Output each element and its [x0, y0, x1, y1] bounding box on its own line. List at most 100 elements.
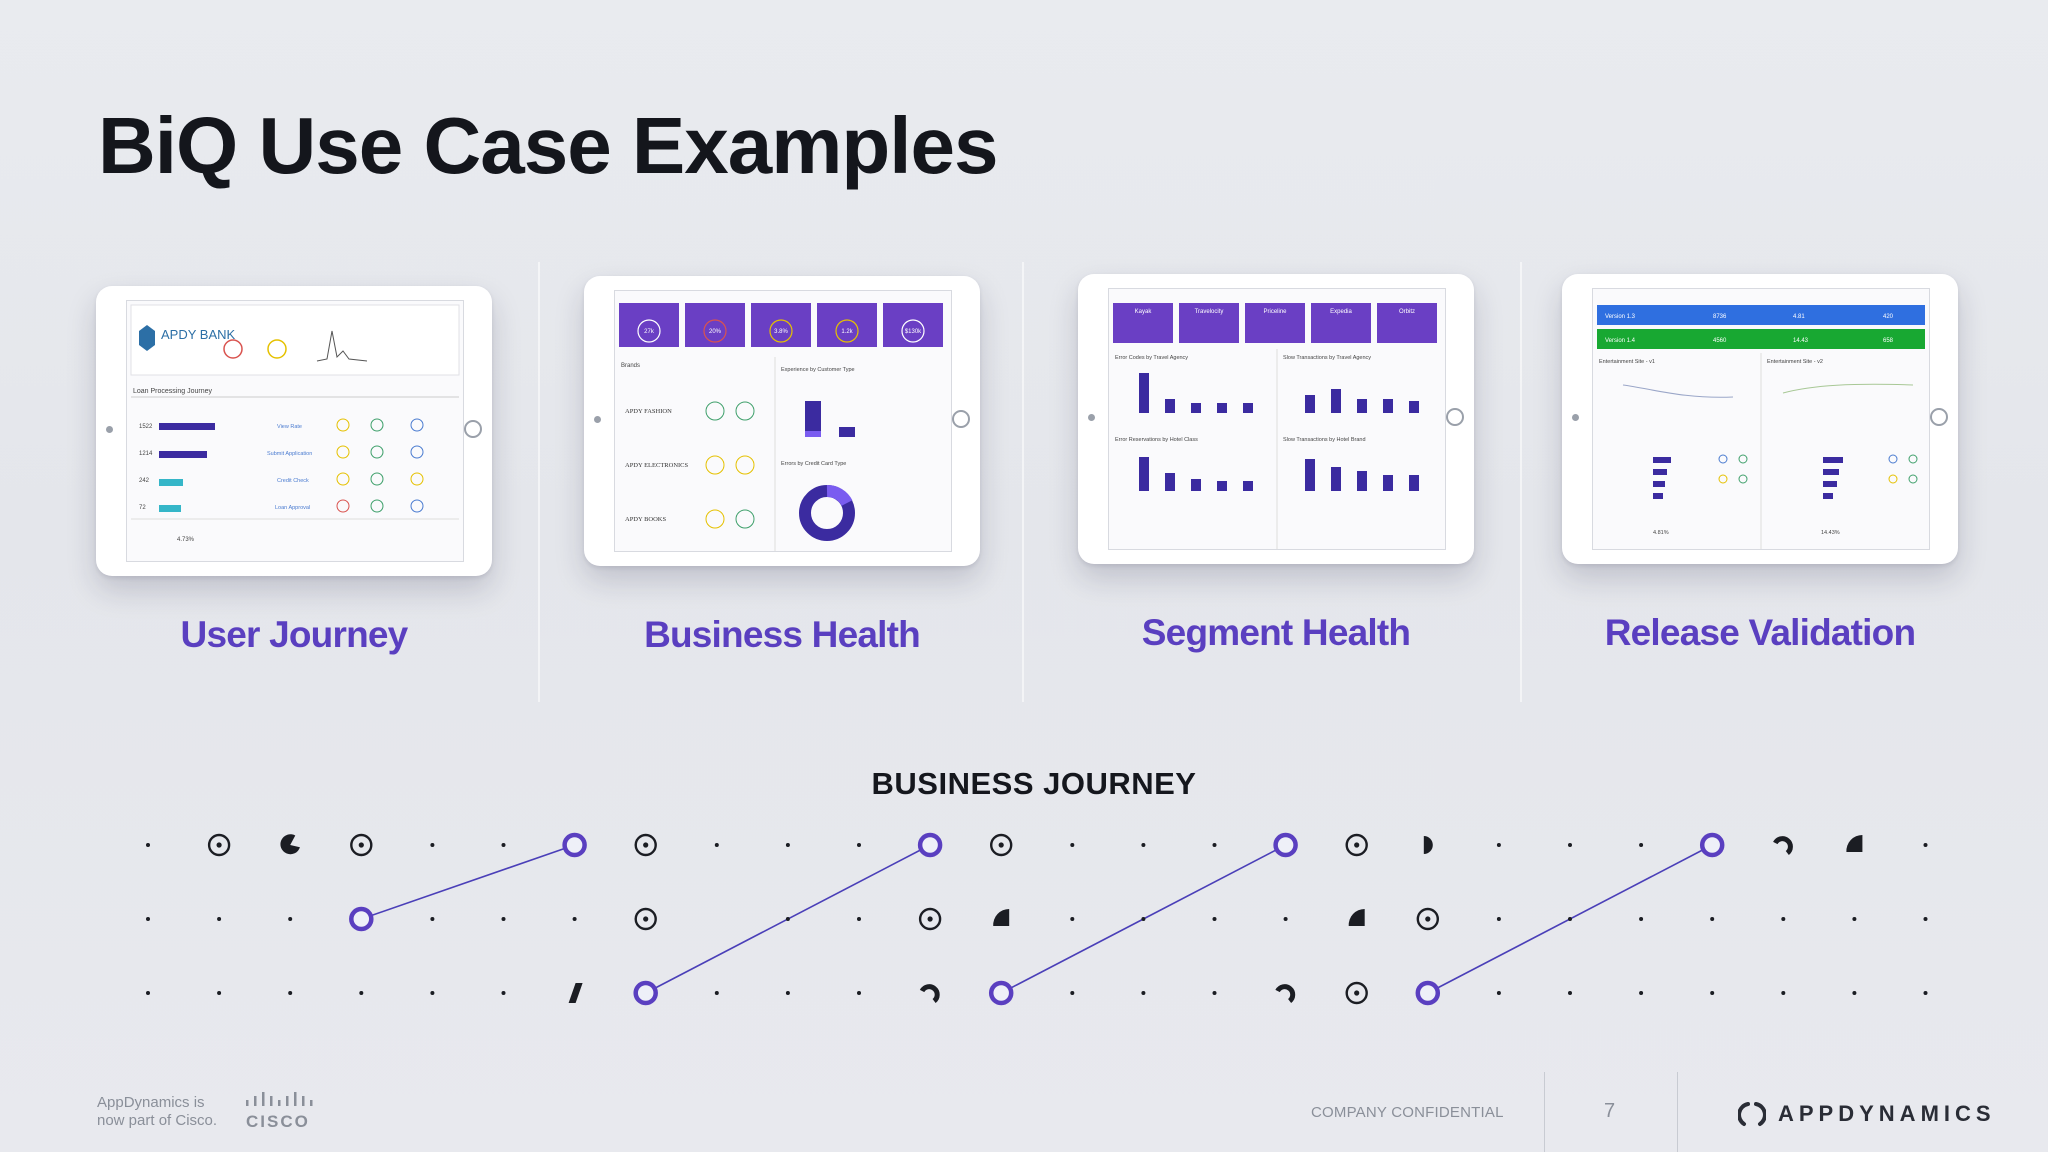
- column-divider: [1520, 262, 1522, 702]
- confidential-label: COMPANY CONFIDENTIAL: [1311, 1104, 1504, 1121]
- journey-crescent-icon: [707, 917, 726, 928]
- svg-text:242: 242: [139, 478, 150, 484]
- journey-dot: [1923, 991, 1928, 995]
- journey-dot: [430, 991, 435, 995]
- journey-dot: [501, 917, 506, 921]
- journey-dot: [1070, 843, 1075, 847]
- journey-dot: [288, 917, 293, 921]
- journey-dot: [1496, 917, 1501, 921]
- svg-text:Orbitz: Orbitz: [1399, 309, 1415, 315]
- journey-dot: [288, 991, 293, 995]
- journey-target-icon: [990, 833, 1013, 857]
- journey-dot: [857, 991, 861, 995]
- svg-text:4560: 4560: [1713, 338, 1727, 344]
- cisco-wordmark: CISCO: [246, 1112, 310, 1131]
- appdynamics-mark-icon: [1738, 1102, 1766, 1126]
- dashboard-screenshot-user-journey: APDY BANK Loan Processing Journey 1522 1…: [126, 300, 464, 562]
- footer-divider: [1544, 1072, 1545, 1152]
- slide-title: BiQ Use Case Examples: [98, 101, 998, 190]
- journey-dot: [1283, 917, 1288, 921]
- journey-hook-icon: [1275, 984, 1296, 1003]
- journey-dot: [1639, 843, 1644, 847]
- svg-text:APDY FASHION: APDY FASHION: [625, 408, 672, 415]
- tablet-user-journey: APDY BANK Loan Processing Journey 1522 1…: [96, 286, 492, 576]
- journey-milestone-ring-icon: [1699, 832, 1725, 858]
- journey-dot: [501, 843, 506, 847]
- journey-dot: [1639, 917, 1644, 921]
- journey-dot: [1923, 917, 1928, 921]
- svg-text:Priceline: Priceline: [1263, 309, 1287, 315]
- svg-text:Entertainment Site - v2: Entertainment Site - v2: [1767, 359, 1823, 365]
- svg-text:Brands: Brands: [621, 363, 640, 369]
- journey-dot: [1568, 917, 1572, 921]
- svg-text:4.73%: 4.73%: [177, 537, 195, 543]
- svg-text:Submit Application: Submit Application: [267, 451, 312, 457]
- journey-dot: [714, 843, 719, 847]
- journey-dot: [1212, 917, 1217, 921]
- journey-target-icon: [207, 833, 231, 857]
- journey-wedge-icon: [1348, 909, 1365, 926]
- journey-connector-line: [361, 844, 575, 920]
- svg-text:Slow Transactions by Travel Ag: Slow Transactions by Travel Agency: [1283, 355, 1371, 361]
- label-user-journey: User Journey: [180, 614, 409, 655]
- appdynamics-logo: APPDYNAMICS: [1738, 1100, 1996, 1128]
- svg-text:Error Reservations by Hotel Cl: Error Reservations by Hotel Class: [1115, 437, 1198, 443]
- journey-milestone-ring-icon: [1273, 832, 1298, 858]
- label-business-health: Business Health: [644, 614, 921, 655]
- journey-target-icon: [1416, 907, 1440, 931]
- journey-dot: [217, 991, 222, 995]
- journey-dot: [1710, 991, 1715, 995]
- footer-divider: [1677, 1072, 1678, 1152]
- svg-text:658: 658: [1883, 338, 1894, 344]
- column-divider: [538, 262, 540, 702]
- svg-text:Error Codes by Travel Agency: Error Codes by Travel Agency: [1115, 355, 1188, 361]
- svg-text:Errors by Credit Card Type: Errors by Credit Card Type: [781, 461, 846, 467]
- svg-text:72: 72: [139, 505, 146, 511]
- svg-text:Travelocity: Travelocity: [1195, 309, 1224, 315]
- cisco-bars-icon: [246, 1092, 313, 1106]
- journey-dot: [1212, 991, 1217, 995]
- label-release-validation: Release Validation: [1604, 612, 1916, 653]
- journey-target-icon: [1345, 981, 1368, 1005]
- journey-hook-icon: [919, 984, 940, 1003]
- journey-wedge-icon: [993, 909, 1010, 926]
- svg-text:8736: 8736: [1713, 314, 1727, 320]
- svg-text:Experience by Customer Type: Experience by Customer Type: [781, 367, 855, 373]
- column-divider: [1022, 262, 1024, 702]
- journey-dot: [146, 917, 150, 921]
- home-button-icon: [1446, 408, 1464, 426]
- journey-dot: [857, 843, 861, 847]
- journey-dot: [430, 843, 435, 847]
- tablet-business-health: 27k 20% 3.8% 1.2k $130k Brands APDY FASH…: [584, 276, 980, 566]
- journey-dot: [1568, 991, 1572, 995]
- journey-dot: [1141, 917, 1146, 921]
- journey-dot: [1639, 991, 1644, 995]
- journey-dot: [1781, 991, 1786, 995]
- svg-text:$130k: $130k: [905, 329, 922, 335]
- journey-target-icon: [918, 907, 942, 931]
- journey-dot: [785, 917, 790, 921]
- journey-pie-icon: [280, 834, 300, 855]
- dashboard-screenshot-business-health: 27k 20% 3.8% 1.2k $130k Brands APDY FASH…: [614, 290, 952, 552]
- svg-text:4.81%: 4.81%: [1653, 530, 1669, 536]
- svg-text:3.8%: 3.8%: [774, 329, 788, 335]
- journey-dot: [1141, 843, 1146, 847]
- svg-text:1522: 1522: [139, 424, 153, 430]
- svg-text:4.81: 4.81: [1793, 314, 1805, 320]
- journey-dot: [857, 917, 861, 921]
- journey-dot: [146, 843, 150, 847]
- dashboard-screenshot-segment-health: Kayak Travelocity Priceline Expedia Orbi…: [1108, 288, 1446, 550]
- cisco-note: AppDynamics is now part of Cisco.: [97, 1094, 218, 1129]
- svg-text:1.2k: 1.2k: [841, 329, 853, 335]
- journey-dot: [359, 991, 364, 995]
- journey-hook-icon: [1773, 836, 1793, 855]
- svg-text:1214: 1214: [139, 451, 153, 457]
- journey-milestone-ring-icon: [917, 832, 943, 858]
- camera-dot: [106, 426, 113, 433]
- journey-target-icon: [1345, 833, 1368, 857]
- camera-dot: [1088, 414, 1095, 421]
- journey-dot: [1710, 917, 1715, 921]
- svg-text:Credit Check: Credit Check: [277, 478, 309, 484]
- journey-dot: [1852, 917, 1857, 921]
- svg-text:APDY BOOKS: APDY BOOKS: [625, 516, 666, 523]
